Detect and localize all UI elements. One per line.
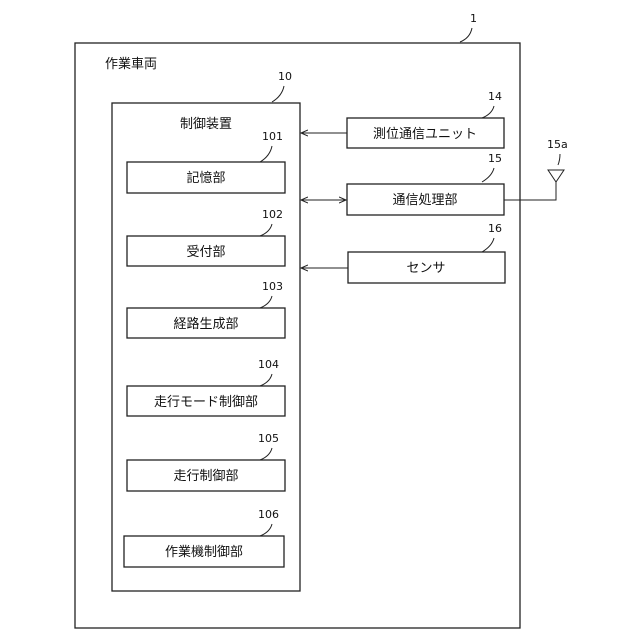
unit-label-route-generation: 経路生成部	[173, 316, 238, 332]
controller-label: 制御装置	[180, 117, 232, 132]
unit-label-work-machine-control: 作業機制御部	[165, 544, 243, 560]
unit-number: 105	[258, 432, 279, 445]
unit-number: 104	[258, 358, 279, 371]
unit-number: 106	[258, 508, 279, 521]
unit-label-travel-control: 走行制御部	[173, 469, 238, 484]
unit-label-storage: 記憶部	[186, 170, 225, 186]
external-label-communication-processing: 通信処理部	[392, 193, 457, 208]
antenna-number: 15a	[547, 138, 568, 151]
unit-number: 103	[262, 280, 283, 293]
unit-number: 102	[262, 208, 283, 221]
controller-number: 10	[278, 70, 292, 83]
external-number: 15	[488, 152, 502, 165]
antenna-leader-line	[558, 154, 560, 165]
external-label-positioning-unit: 測位通信ユニット	[373, 127, 477, 142]
figure-number: 1	[470, 12, 477, 25]
unit-label-travel-mode-control: 走行モード制御部	[154, 395, 258, 410]
figure-leader-line	[460, 28, 472, 42]
external-number: 14	[488, 90, 502, 103]
unit-number: 101	[262, 130, 283, 143]
external-number: 16	[488, 222, 502, 235]
unit-label-reception: 受付部	[186, 245, 225, 260]
external-label-sensor: センサ	[406, 261, 445, 276]
vehicle-label: 作業車両	[105, 56, 157, 72]
antenna-icon	[548, 170, 564, 182]
